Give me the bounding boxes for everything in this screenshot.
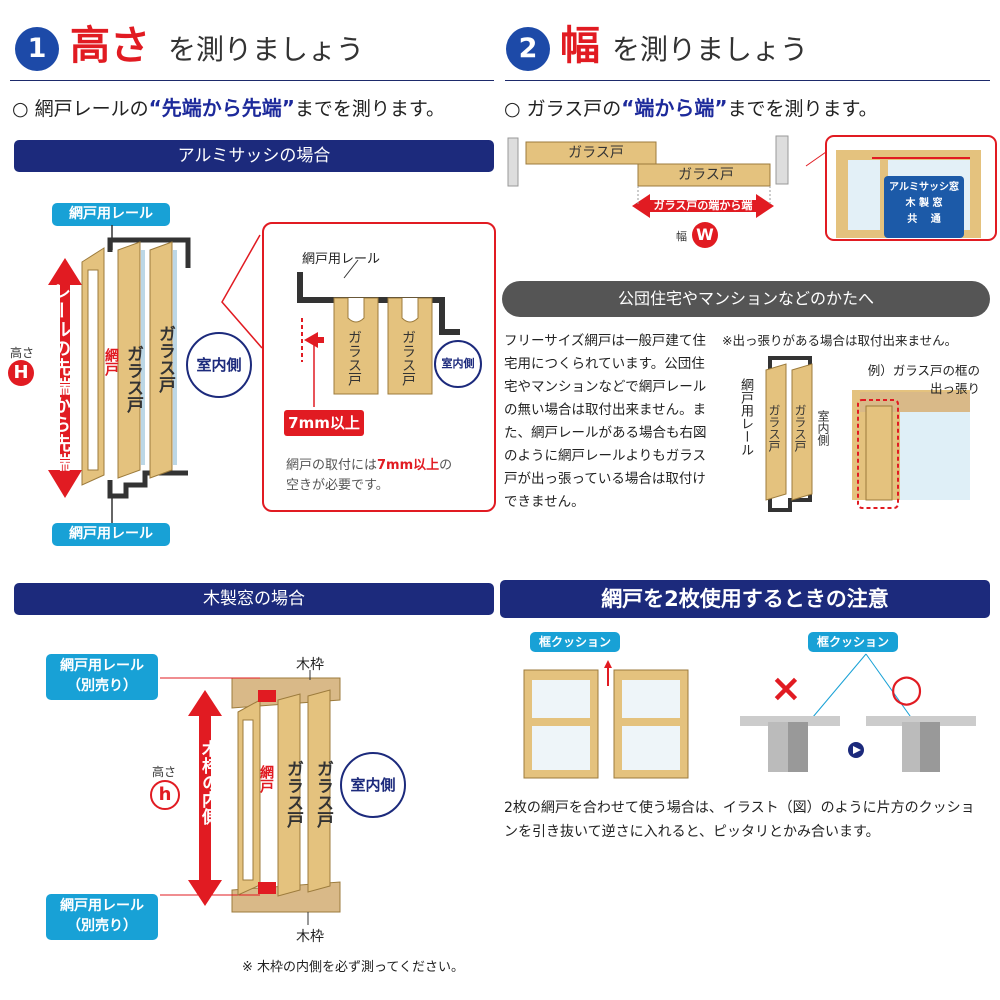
wood-rail-label-bottom: 網戸用レール （別売り） xyxy=(46,894,158,940)
public-housing-paragraph: フリーサイズ網戸は一般戸建て住宅用につくられています。公団住宅やマンションなどで… xyxy=(504,333,707,510)
zoom-glass-label-2: ガラス戸 xyxy=(400,330,416,386)
zoom-glass-label-1: ガラス戸 xyxy=(346,330,362,386)
wood-height-letter-badge: h xyxy=(150,780,180,810)
indoor-side-badge: 室内側 xyxy=(186,332,252,398)
width-instruction: ○ ガラス戸の“端から端”までを測ります。 xyxy=(504,96,878,120)
zoom-indoor-badge: 室内側 xyxy=(434,340,482,388)
wood-glass-label-2: ガラス戸 xyxy=(313,760,333,828)
zoom-rail-label: 網戸用レール xyxy=(302,252,381,267)
two-panel-diagram xyxy=(523,653,976,779)
height-letter-badge: H xyxy=(8,360,34,386)
protrusion-glass-label-2: ガラス戸 xyxy=(793,404,807,452)
width-letter-badge: W xyxy=(692,222,718,248)
wood-frame-label-bottom: 木枠 xyxy=(296,929,324,945)
wooden-window-heading: 木製窓の場合 xyxy=(14,583,494,615)
rail-zoom-diagram xyxy=(297,259,460,407)
protrusion-example-label: 例）ガラス戸の框の 出っ張り xyxy=(867,363,980,396)
wood-screen-label: 網戸 xyxy=(258,765,274,793)
wood-glass-label-1: ガラス戸 xyxy=(283,760,303,828)
step-2-badge: 2 xyxy=(506,27,550,71)
width-title: 幅 xyxy=(560,23,600,69)
wood-measure-note: ※ 木枠の内側を必ず測ってください。 xyxy=(242,960,464,975)
aluminum-sash-diagram xyxy=(48,225,263,523)
wood-frame-label-top: 木枠 xyxy=(296,657,324,673)
protrusion-note: ※出っ張りがある場合は取付出来ません。 xyxy=(722,333,958,348)
wrong-mark: × xyxy=(770,666,802,710)
height-instruction: ○ 網戸レールの“先端から先端”までを測ります。 xyxy=(12,96,446,120)
protrusion-rail-label: 網戸用レール xyxy=(738,378,753,456)
divider xyxy=(10,80,494,81)
divider xyxy=(505,80,990,81)
protrusion-glass-label-1: ガラス戸 xyxy=(767,404,781,452)
cushion-label-1: 框クッション xyxy=(530,632,620,652)
correct-mark: ○ xyxy=(890,666,924,710)
cushion-label-2: 框クッション xyxy=(808,632,898,652)
wood-height-arrow-label: 木枠の内側 xyxy=(198,740,218,825)
height-small-label: 高さ xyxy=(10,346,35,360)
width-small-label: 幅 xyxy=(676,230,687,243)
width-glass-label-1: ガラス戸 xyxy=(568,145,624,161)
two-panel-paragraph: 2枚の網戸を合わせて使う場合は、イラスト（図）のように片方のクッションを引き抜い… xyxy=(504,800,975,840)
rail-zoom-callout xyxy=(262,222,496,512)
height-arrow-label: レールの先端から先端 xyxy=(50,282,71,472)
aluminum-sash-heading: アルミサッシの場合 xyxy=(14,140,494,172)
glass-door-label-2: ガラス戸 xyxy=(155,325,175,393)
protrusion-indoor-label: 室内側 xyxy=(816,410,830,446)
protrusion-diagram xyxy=(765,356,970,512)
screen-door-label: 網戸 xyxy=(103,348,119,376)
gap-note: 網戸の取付には7mm以上の空きが必要です。 xyxy=(286,458,453,493)
gap-7mm-badge: 7mm以上 xyxy=(284,410,364,436)
wood-rail-label-top: 網戸用レール （別売り） xyxy=(46,654,158,700)
wood-height-small-label: 高さ xyxy=(152,765,177,779)
width-title-rest: を測りましょう xyxy=(612,33,809,66)
two-panel-heading: 網戸を2枚使用するときの注意 xyxy=(500,580,990,618)
step-1-badge: 1 xyxy=(15,27,59,71)
rail-label-top: 網戸用レール xyxy=(52,203,170,226)
width-arrow-label: ガラス戸の端から端 xyxy=(653,199,753,212)
public-housing-heading: 公団住宅やマンションなどのかたへ xyxy=(502,281,990,317)
glass-door-label-1: ガラス戸 xyxy=(123,345,143,413)
height-title-rest: を測りましょう xyxy=(168,33,365,66)
height-title: 高さ xyxy=(70,23,150,69)
wooden-window-diagram xyxy=(160,670,341,925)
width-glass-label-2: ガラス戸 xyxy=(678,167,734,183)
common-badge: アルミサッシ窓 木 製 窓 共 通 xyxy=(884,176,964,238)
wood-indoor-badge: 室内側 xyxy=(340,752,406,818)
rail-label-bottom: 網戸用レール xyxy=(52,523,170,546)
